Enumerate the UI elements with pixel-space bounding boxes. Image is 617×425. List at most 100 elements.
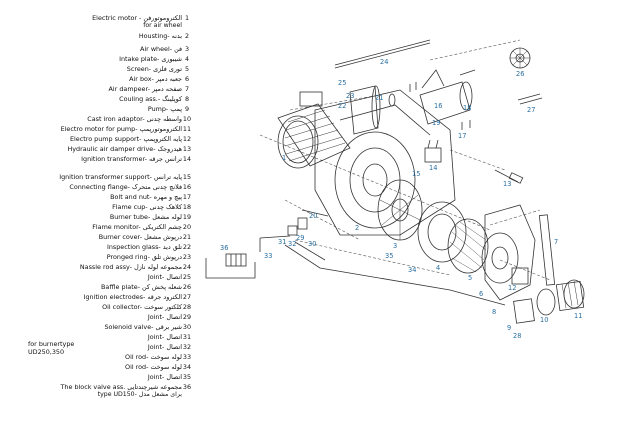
legend-part-number: 19 <box>182 213 192 221</box>
legend-part-name: Solenoid valve- شیر برقی <box>104 323 182 331</box>
legend-part-number: 10 <box>182 115 192 123</box>
callout-32: 32 <box>288 240 296 248</box>
nozzle-rod-part <box>334 39 431 69</box>
legend-part-name: Joint- اتصال <box>147 313 182 321</box>
oil-rods-part <box>284 241 506 306</box>
pump-assembly-part <box>513 279 585 324</box>
legend-part-name: Ignition transformer support- پایه ترانس <box>59 173 182 181</box>
legend-part-name: Pump- پمپ <box>147 105 182 113</box>
legend-part-name: Oil rod- لوله سوخت <box>125 353 182 361</box>
legend-part-name: Screen- توری فلزی <box>126 65 182 73</box>
legend-part-name: Joint- اتصال <box>147 343 182 351</box>
legend-part-number: 21 <box>182 233 192 241</box>
legend-part-number: 13 <box>182 145 192 153</box>
legend-part-name: Electro motor for pump- الکتروموتورپمپ <box>60 125 182 133</box>
legend-part-number: 26 <box>182 283 192 291</box>
legend-part-number: 36 <box>182 383 192 391</box>
legend-part-name: Burner tube- لوله مشعل <box>109 213 182 221</box>
legend-part-number: 33 <box>182 353 192 361</box>
legend-part-number: 17 <box>182 193 192 201</box>
legend-part-name: Intake plate- شیبوری <box>119 55 182 63</box>
air-damper-part <box>538 214 556 286</box>
callout-16: 16 <box>434 102 442 110</box>
legend-part-name: Inspection glass- تلق دید <box>106 243 182 251</box>
callout-13: 13 <box>503 180 511 188</box>
legend-part-name: Air dampeer- صفحه دمپر <box>108 85 182 93</box>
group-note-line2: UD250,350 <box>28 348 65 356</box>
legend-part-name: Oil rod- لوله سوخت <box>125 363 182 371</box>
callout-26: 26 <box>516 70 524 78</box>
legend-part-name: Housting- بدنه <box>138 32 182 40</box>
solenoid-valve-part <box>259 209 329 252</box>
assembly-axis-lines <box>259 39 551 281</box>
legend-part-number: 11 <box>182 125 192 133</box>
screen-part <box>447 218 489 274</box>
callout-9: 9 <box>507 324 511 332</box>
callout-24: 24 <box>380 58 388 66</box>
callout-1: 1 <box>282 154 286 162</box>
callout-25: 25 <box>338 79 346 87</box>
legend-part-number: 30 <box>182 323 192 331</box>
callout-7: 7 <box>554 238 558 246</box>
burner-cover-part <box>349 85 381 135</box>
legend-part-number: 27 <box>182 293 192 301</box>
legend-part-name: Baffle plate- شعله پخش کن <box>101 283 182 291</box>
baffle-plate-part <box>509 47 531 69</box>
legend-part-name: Air wheel- فن <box>140 45 182 53</box>
legend-part-number: 15 <box>182 173 192 181</box>
legend-part-name: Nassle rod assy- مجموعه لوله نازل <box>79 263 182 271</box>
callout-22: 22 <box>338 102 346 110</box>
burner-tube-part <box>419 69 476 125</box>
legend-part-number: 4 <box>184 55 190 63</box>
callout-29: 29 <box>296 234 304 242</box>
legend-part-name: Oil collector- کلکتور سوخت <box>102 303 182 311</box>
group-note: for burnertype UD250,350 <box>28 340 74 356</box>
legend-part-number: 18 <box>182 203 192 211</box>
legend-part-number: 9 <box>184 105 190 113</box>
legend-part-number: 28 <box>182 303 192 311</box>
callout-28: 28 <box>513 332 521 340</box>
legend-part-name: The block valve ass. مجموعه شیرچندتایی <box>60 383 182 391</box>
legend-part-number: 31 <box>182 333 192 341</box>
legend-part-number: 16 <box>182 183 192 191</box>
legend-part-name: Air box- جعبه دمپر <box>129 75 182 83</box>
legend-part-number: 12 <box>182 135 192 143</box>
callout-20: 20 <box>309 212 317 220</box>
air-box-part <box>481 204 536 301</box>
callout-17: 17 <box>458 132 466 140</box>
legend-part-number: 23 <box>182 253 192 261</box>
callout-10: 10 <box>540 316 548 324</box>
legend-part-name: Pronged ring- درپوش تلق <box>106 253 182 261</box>
callout-labels: 1 2 3 4 5 6 7 8 9 10 11 12 13 14 15 16 1… <box>220 58 582 340</box>
legend-part-number: 7 <box>184 85 190 93</box>
hydraulic-drive-part <box>494 169 524 184</box>
small-hardware-part <box>388 82 471 130</box>
legend-part-name: Couling ass.- کوپلینگ <box>119 95 182 103</box>
legend-part-name: Joint- اتصال <box>147 333 182 341</box>
housing-part <box>314 89 456 236</box>
legend-part-name: Cast iron adaptor- واسطه چدنی <box>87 115 182 123</box>
air-wheel-part <box>377 179 423 241</box>
callout-15: 15 <box>412 170 420 178</box>
pump-support-part <box>511 267 529 285</box>
callout-34: 34 <box>408 266 416 274</box>
ignition-electrodes-part <box>517 93 543 105</box>
legend-part-name: Flame cup- کلاهک چدنی <box>112 203 182 211</box>
legend-part-name: Ignition electrodes- الکترود جرقه <box>83 293 182 301</box>
legend-part-name: Burner cover- درپوش مشعل <box>98 233 182 241</box>
callout-14: 14 <box>429 164 437 172</box>
legend-part-name: Connecting flange- فلانچ چدنی متحرک <box>69 183 182 191</box>
callout-36: 36 <box>220 244 228 252</box>
callout-21: 21 <box>375 94 383 102</box>
callout-33: 33 <box>264 252 272 260</box>
legend-part-number: 20 <box>182 223 192 231</box>
callout-30: 30 <box>308 240 316 248</box>
legend-part-number: 14 <box>182 155 192 163</box>
callout-19: 19 <box>432 119 440 127</box>
legend-part-subtext: type UD150- برای مشعل مدل <box>97 391 182 398</box>
legend-part-number: 22 <box>182 243 192 251</box>
callout-35: 35 <box>385 252 393 260</box>
callout-5: 5 <box>468 274 472 282</box>
legend-part-name: Joint- اتصال <box>147 273 182 281</box>
